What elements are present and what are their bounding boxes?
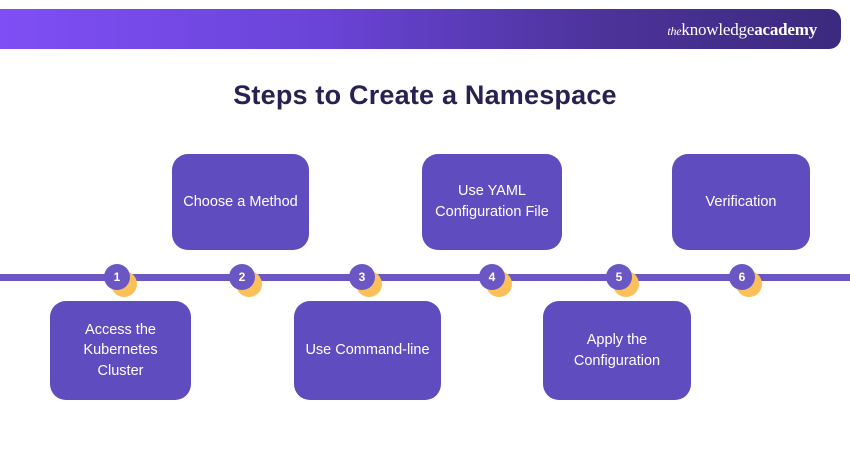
brand-logo: theknowledgeacademy (667, 21, 817, 38)
timeline-marker-1: 1 (104, 264, 137, 297)
page-title: Steps to Create a Namespace (233, 80, 617, 110)
step-label: Use YAML Configuration File (435, 183, 549, 220)
step-box-5[interactable]: Apply the Configuration (543, 301, 691, 400)
logo-knowledge-text: knowledge (681, 19, 755, 39)
header-bar: theknowledgeacademy (0, 9, 841, 49)
step-box-1[interactable]: Access the Kubernetes Cluster (50, 301, 191, 400)
timeline-marker-3: 3 (349, 264, 382, 297)
logo-the-text: the (667, 23, 682, 38)
timeline-bar (0, 274, 850, 281)
step-box-2[interactable]: Choose a Method (172, 154, 309, 250)
logo-academy-text: academy (754, 19, 817, 39)
step-label: Apply the Configuration (573, 331, 661, 369)
timeline-marker-6: 6 (729, 264, 762, 297)
marker-number: 5 (606, 264, 632, 290)
timeline-marker-5: 5 (606, 264, 639, 297)
marker-number: 1 (104, 264, 130, 290)
marker-number: 6 (729, 264, 755, 290)
step-label: Choose a Method (183, 193, 298, 210)
marker-number: 3 (349, 264, 375, 290)
step-box-6[interactable]: Verification (672, 154, 810, 250)
timeline-marker-2: 2 (229, 264, 262, 297)
step-label: Access the Kubernetes Cluster (83, 321, 158, 379)
step-box-4[interactable]: Use YAML Configuration File (422, 154, 562, 250)
timeline-marker-4: 4 (479, 264, 512, 297)
step-box-3[interactable]: Use Command-line (294, 301, 441, 400)
step-label: Verification (705, 193, 777, 210)
marker-number: 2 (229, 264, 255, 290)
step-label: Use Command-line (305, 342, 430, 359)
marker-number: 4 (479, 264, 505, 290)
